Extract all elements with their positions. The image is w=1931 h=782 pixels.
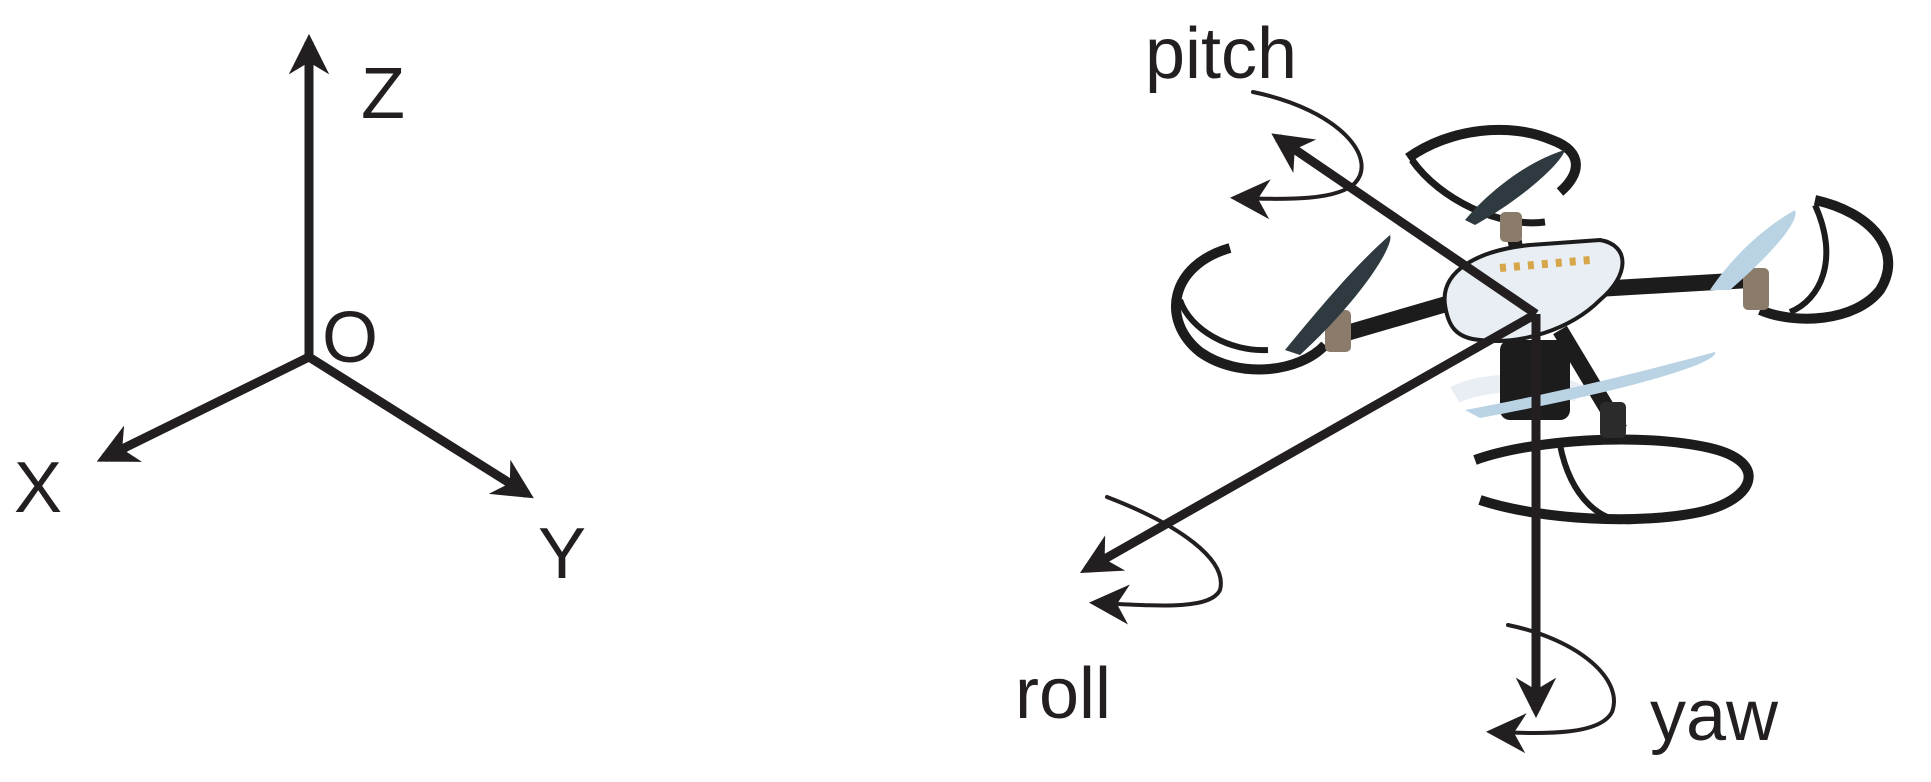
pitch-axis-arrow: [1271, 133, 1539, 318]
yaw-rotation-arrow: [1486, 623, 1616, 754]
z-axis-label: Z: [361, 54, 405, 134]
world-frame: Z O X Y: [14, 33, 586, 594]
x-axis-label: X: [14, 448, 62, 528]
origin-label: O: [322, 298, 378, 378]
roll-label: roll: [1015, 654, 1111, 734]
pitch-label: pitch: [1145, 14, 1297, 94]
y-axis-label: Y: [538, 514, 586, 594]
x-axis-arrow: [96, 352, 311, 463]
roll-rotation-arrow: [1089, 495, 1223, 625]
body-frame: pitch roll yaw: [1015, 14, 1779, 756]
yaw-label: yaw: [1650, 676, 1779, 756]
drone-illustration: [1171, 124, 1894, 525]
y-axis-arrow: [306, 353, 534, 499]
roll-axis-arrow: [1079, 310, 1539, 574]
pitch-rotation-arrow: [1230, 90, 1364, 220]
